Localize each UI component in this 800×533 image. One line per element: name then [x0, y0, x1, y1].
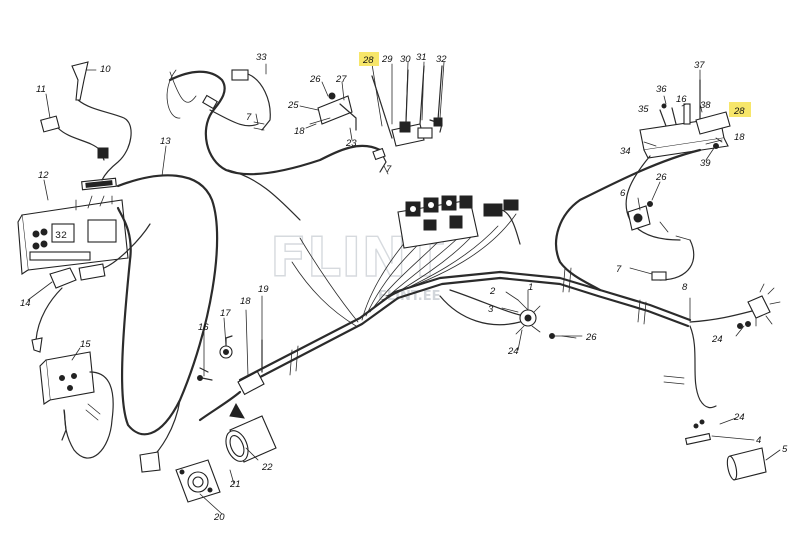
label-4: 4 [756, 435, 761, 446]
label-14: 14 [20, 298, 31, 309]
label-18a: 18 [240, 296, 251, 307]
instrument-panel: 32 [17, 177, 129, 275]
label-18b: 18 [294, 126, 305, 137]
label-33: 33 [256, 52, 267, 63]
label-29: 29 [381, 54, 393, 65]
label-10: 10 [100, 64, 111, 75]
label-16a: 16 [198, 322, 209, 333]
housing-22 [225, 415, 277, 463]
highlight-28-right [729, 102, 751, 117]
bracket-assembly [639, 79, 731, 159]
connector-cluster-top [371, 65, 443, 147]
label-35: 35 [638, 104, 649, 115]
label-24a: 24 [507, 346, 519, 357]
label-28a: 28 [362, 55, 374, 66]
highlight-28-left [359, 52, 379, 66]
label-17: 17 [220, 308, 231, 319]
label-26a: 26 [309, 74, 321, 85]
switch-module [31, 223, 151, 353]
label-2: 2 [489, 286, 496, 297]
junction-1 [439, 289, 583, 339]
label-7a: 7 [246, 112, 252, 123]
label-24c: 24 [733, 412, 745, 423]
label-6: 6 [620, 188, 626, 199]
label-30: 30 [400, 54, 411, 65]
label-31: 31 [416, 52, 427, 63]
cable-loop [116, 174, 219, 473]
label-24b: 24 [711, 334, 723, 345]
label-13: 13 [160, 136, 171, 147]
label-28b: 28 [733, 106, 745, 117]
right-end-parts [663, 283, 781, 481]
label-18c: 18 [734, 132, 745, 143]
label-3: 3 [488, 304, 494, 315]
plug-parts [175, 335, 277, 503]
label-15: 15 [80, 339, 91, 350]
label-7c: 7 [616, 264, 622, 275]
label-36: 36 [656, 84, 667, 95]
label-39: 39 [700, 158, 711, 169]
label-25: 25 [287, 100, 299, 111]
label-21: 21 [229, 479, 241, 490]
label-5: 5 [782, 444, 788, 455]
svg-text:32: 32 [55, 231, 67, 242]
socket-20 [175, 459, 221, 503]
label-12: 12 [38, 170, 49, 181]
label-34: 34 [620, 146, 631, 157]
lever-assembly [40, 61, 132, 181]
label-1: 1 [528, 282, 533, 293]
label-37: 37 [694, 60, 705, 71]
label-20: 20 [213, 512, 225, 523]
label-7b: 7 [386, 164, 392, 175]
leader-lines [27, 61, 781, 515]
label-38: 38 [700, 100, 711, 111]
label-26c: 26 [585, 332, 597, 343]
control-box [39, 351, 114, 459]
label-8: 8 [682, 282, 688, 293]
label-23: 23 [345, 138, 357, 149]
label-27: 27 [335, 74, 347, 85]
label-22: 22 [261, 462, 273, 473]
upper-loom [166, 69, 387, 221]
label-32: 32 [436, 54, 447, 65]
right-loom [555, 148, 702, 292]
label-11: 11 [36, 84, 46, 95]
label-19: 19 [258, 284, 269, 295]
part-labels: 10 11 12 13 14 15 16 17 18 19 20 21 22 3… [20, 52, 788, 523]
label-16b: 16 [676, 94, 687, 105]
relay-block [397, 195, 521, 249]
label-26b: 26 [655, 172, 667, 183]
